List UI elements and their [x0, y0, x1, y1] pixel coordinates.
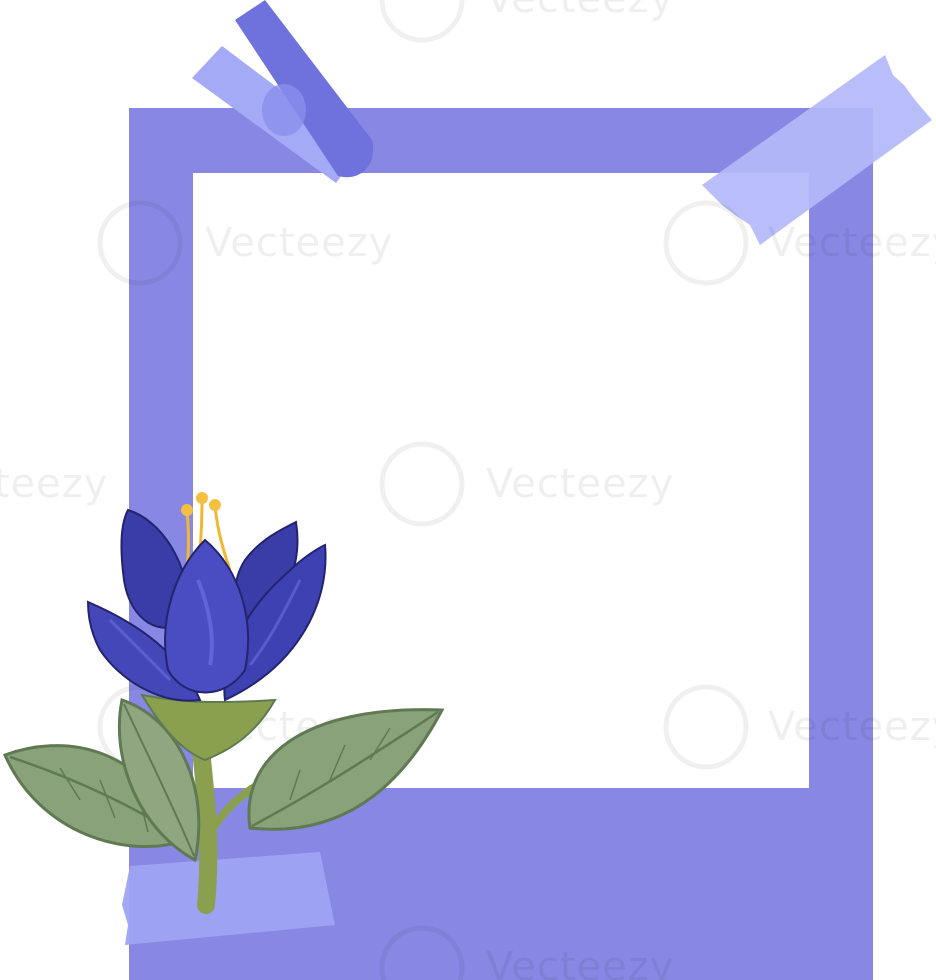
tape-dark-strip	[235, 0, 374, 178]
tape-top-right	[702, 55, 932, 245]
flower-illustration	[2, 492, 445, 914]
polaroid-frame	[129, 108, 873, 980]
watermark-text: Vecteezy	[486, 461, 674, 507]
vecteezy-logo-icon	[379, 0, 465, 43]
petal-highlight	[108, 618, 172, 682]
tape-overlap	[262, 84, 306, 136]
petal-highlight	[196, 579, 214, 666]
tape-bottom	[122, 852, 335, 945]
stem	[191, 731, 218, 914]
stamen-tips	[181, 492, 221, 516]
vecteezy-logo-icon	[97, 200, 183, 286]
vecteezy-logo-icon	[663, 200, 749, 286]
watermark-text: Vecteezy	[768, 704, 936, 750]
watermark-text: Vecteezy	[486, 944, 674, 980]
watermark-text: Vecteezy	[768, 220, 936, 266]
vecteezy-logo-icon	[379, 925, 465, 980]
watermark-text: Vecteezy	[486, 0, 674, 22]
photo-area	[193, 173, 809, 788]
vecteezy-logo-icon	[379, 441, 465, 527]
petal-highlight	[248, 579, 302, 666]
petal	[164, 538, 249, 694]
watermark-text: Vecteezy	[205, 220, 393, 266]
tape-top-left	[192, 0, 374, 183]
vecteezy-logo-icon	[663, 684, 749, 770]
watermark-text: Vecteezy	[0, 461, 108, 507]
leaf	[247, 708, 445, 831]
